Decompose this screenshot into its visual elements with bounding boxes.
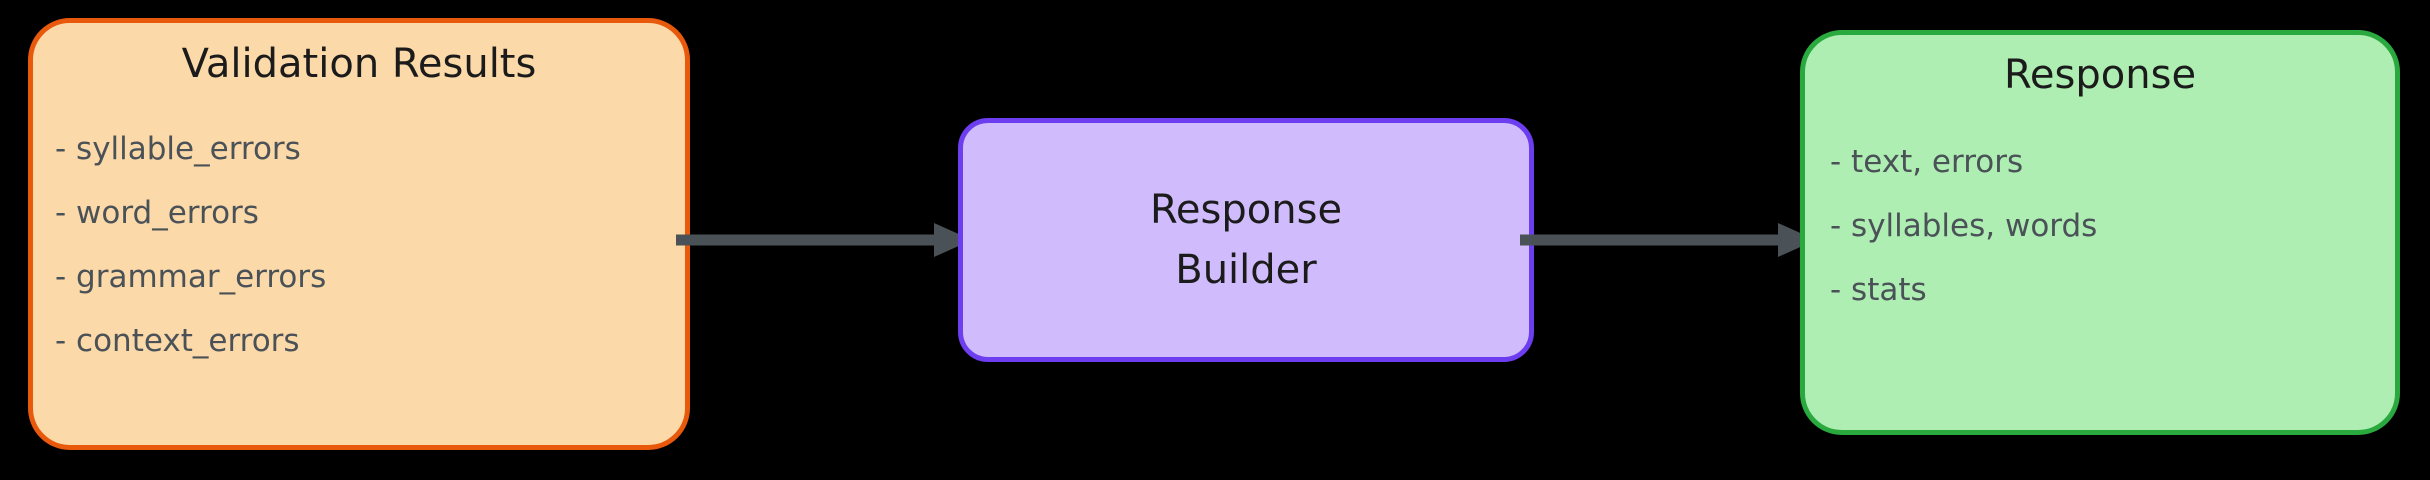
- arrow-right-icon: [1520, 223, 1816, 257]
- edge-validation-to-builder: [676, 218, 972, 262]
- node-validation-results[interactable]: Validation Results - syllable_errors - w…: [28, 18, 690, 450]
- node-response-builder[interactable]: Response Builder: [958, 118, 1534, 362]
- node-validation-results-items: - syllable_errors - word_errors - gramma…: [55, 131, 327, 360]
- node-validation-results-title: Validation Results: [181, 41, 537, 87]
- node-response-builder-title: Response Builder: [1149, 187, 1343, 293]
- node-response[interactable]: Response - text, errors - syllables, wor…: [1800, 30, 2400, 435]
- edge-builder-to-response: [1520, 218, 1816, 262]
- node-response-title: Response: [2003, 52, 2197, 98]
- arrow-right-icon: [676, 223, 972, 257]
- node-response-items: - text, errors - syllables, words - stat…: [1830, 144, 2098, 309]
